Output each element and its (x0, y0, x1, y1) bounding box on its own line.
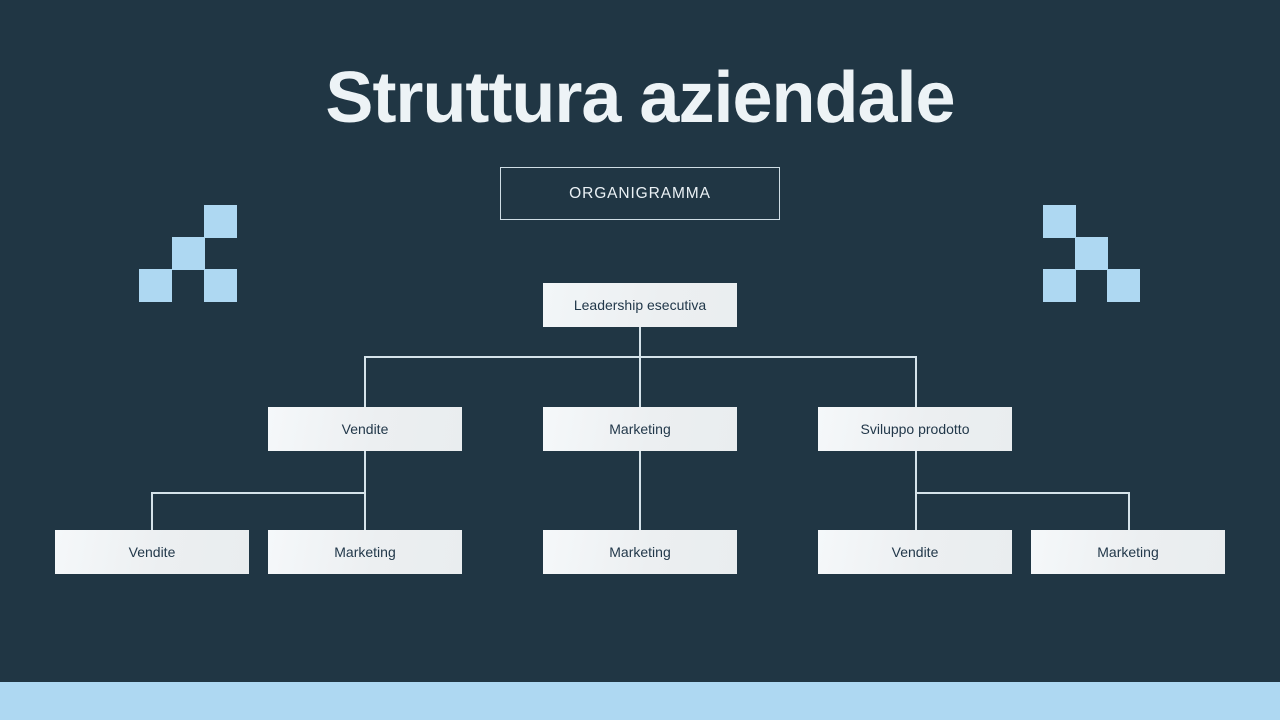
org-node-leaf-2[interactable]: Marketing (268, 530, 462, 574)
org-node-label: Marketing (334, 543, 396, 560)
connector-to-leaf-marketing-3 (1128, 492, 1130, 531)
org-node-sviluppo-prodotto[interactable]: Sviluppo prodotto (818, 407, 1012, 451)
connector-root-drop (639, 327, 641, 357)
org-node-label: Marketing (609, 420, 671, 437)
deco-square-right-1 (1043, 205, 1076, 238)
org-node-label: Marketing (1097, 543, 1159, 560)
connector-to-marketing (639, 356, 641, 408)
connector-sviluppo-bus (915, 492, 1130, 494)
connector-to-leaf-marketing-1 (364, 492, 366, 531)
connector-sviluppo-drop (915, 451, 917, 493)
deco-square-right-3 (1043, 269, 1076, 302)
org-node-marketing[interactable]: Marketing (543, 407, 737, 451)
subtitle-badge: ORGANIGRAMMA (500, 167, 780, 220)
deco-square-left-4 (204, 269, 237, 302)
deco-square-left-1 (204, 205, 237, 238)
deco-square-left-2 (172, 237, 205, 270)
deco-square-right-2 (1075, 237, 1108, 270)
connector-vendite-bus (151, 492, 365, 494)
org-node-label: Leadership esecutiva (573, 296, 707, 313)
org-node-label: Vendite (341, 420, 389, 437)
connector-marketing-drop (639, 451, 641, 531)
org-node-leaf-4[interactable]: Vendite (818, 530, 1012, 574)
org-node-root[interactable]: Leadership esecutiva (543, 283, 737, 327)
org-node-label: Sviluppo prodotto (860, 420, 970, 437)
org-node-vendite[interactable]: Vendite (268, 407, 462, 451)
deco-square-left-3 (139, 269, 172, 302)
connector-vendite-drop (364, 451, 366, 493)
bottom-accent-strip (0, 682, 1280, 720)
connector-to-vendite (364, 356, 366, 408)
deco-square-right-4 (1107, 269, 1140, 302)
page-title: Struttura aziendale (325, 58, 955, 138)
org-node-label: Vendite (128, 543, 176, 560)
subtitle-label: ORGANIGRAMMA (569, 184, 711, 202)
org-node-leaf-3[interactable]: Marketing (543, 530, 737, 574)
connector-to-leaf-vendite (151, 492, 153, 531)
org-node-leaf-5[interactable]: Marketing (1031, 530, 1225, 574)
connector-to-leaf-vendite-2 (915, 492, 917, 531)
org-node-label: Marketing (609, 543, 671, 560)
org-node-label: Vendite (891, 543, 939, 560)
connector-to-sviluppo-prodotto (915, 356, 917, 408)
org-node-leaf-1[interactable]: Vendite (55, 530, 249, 574)
